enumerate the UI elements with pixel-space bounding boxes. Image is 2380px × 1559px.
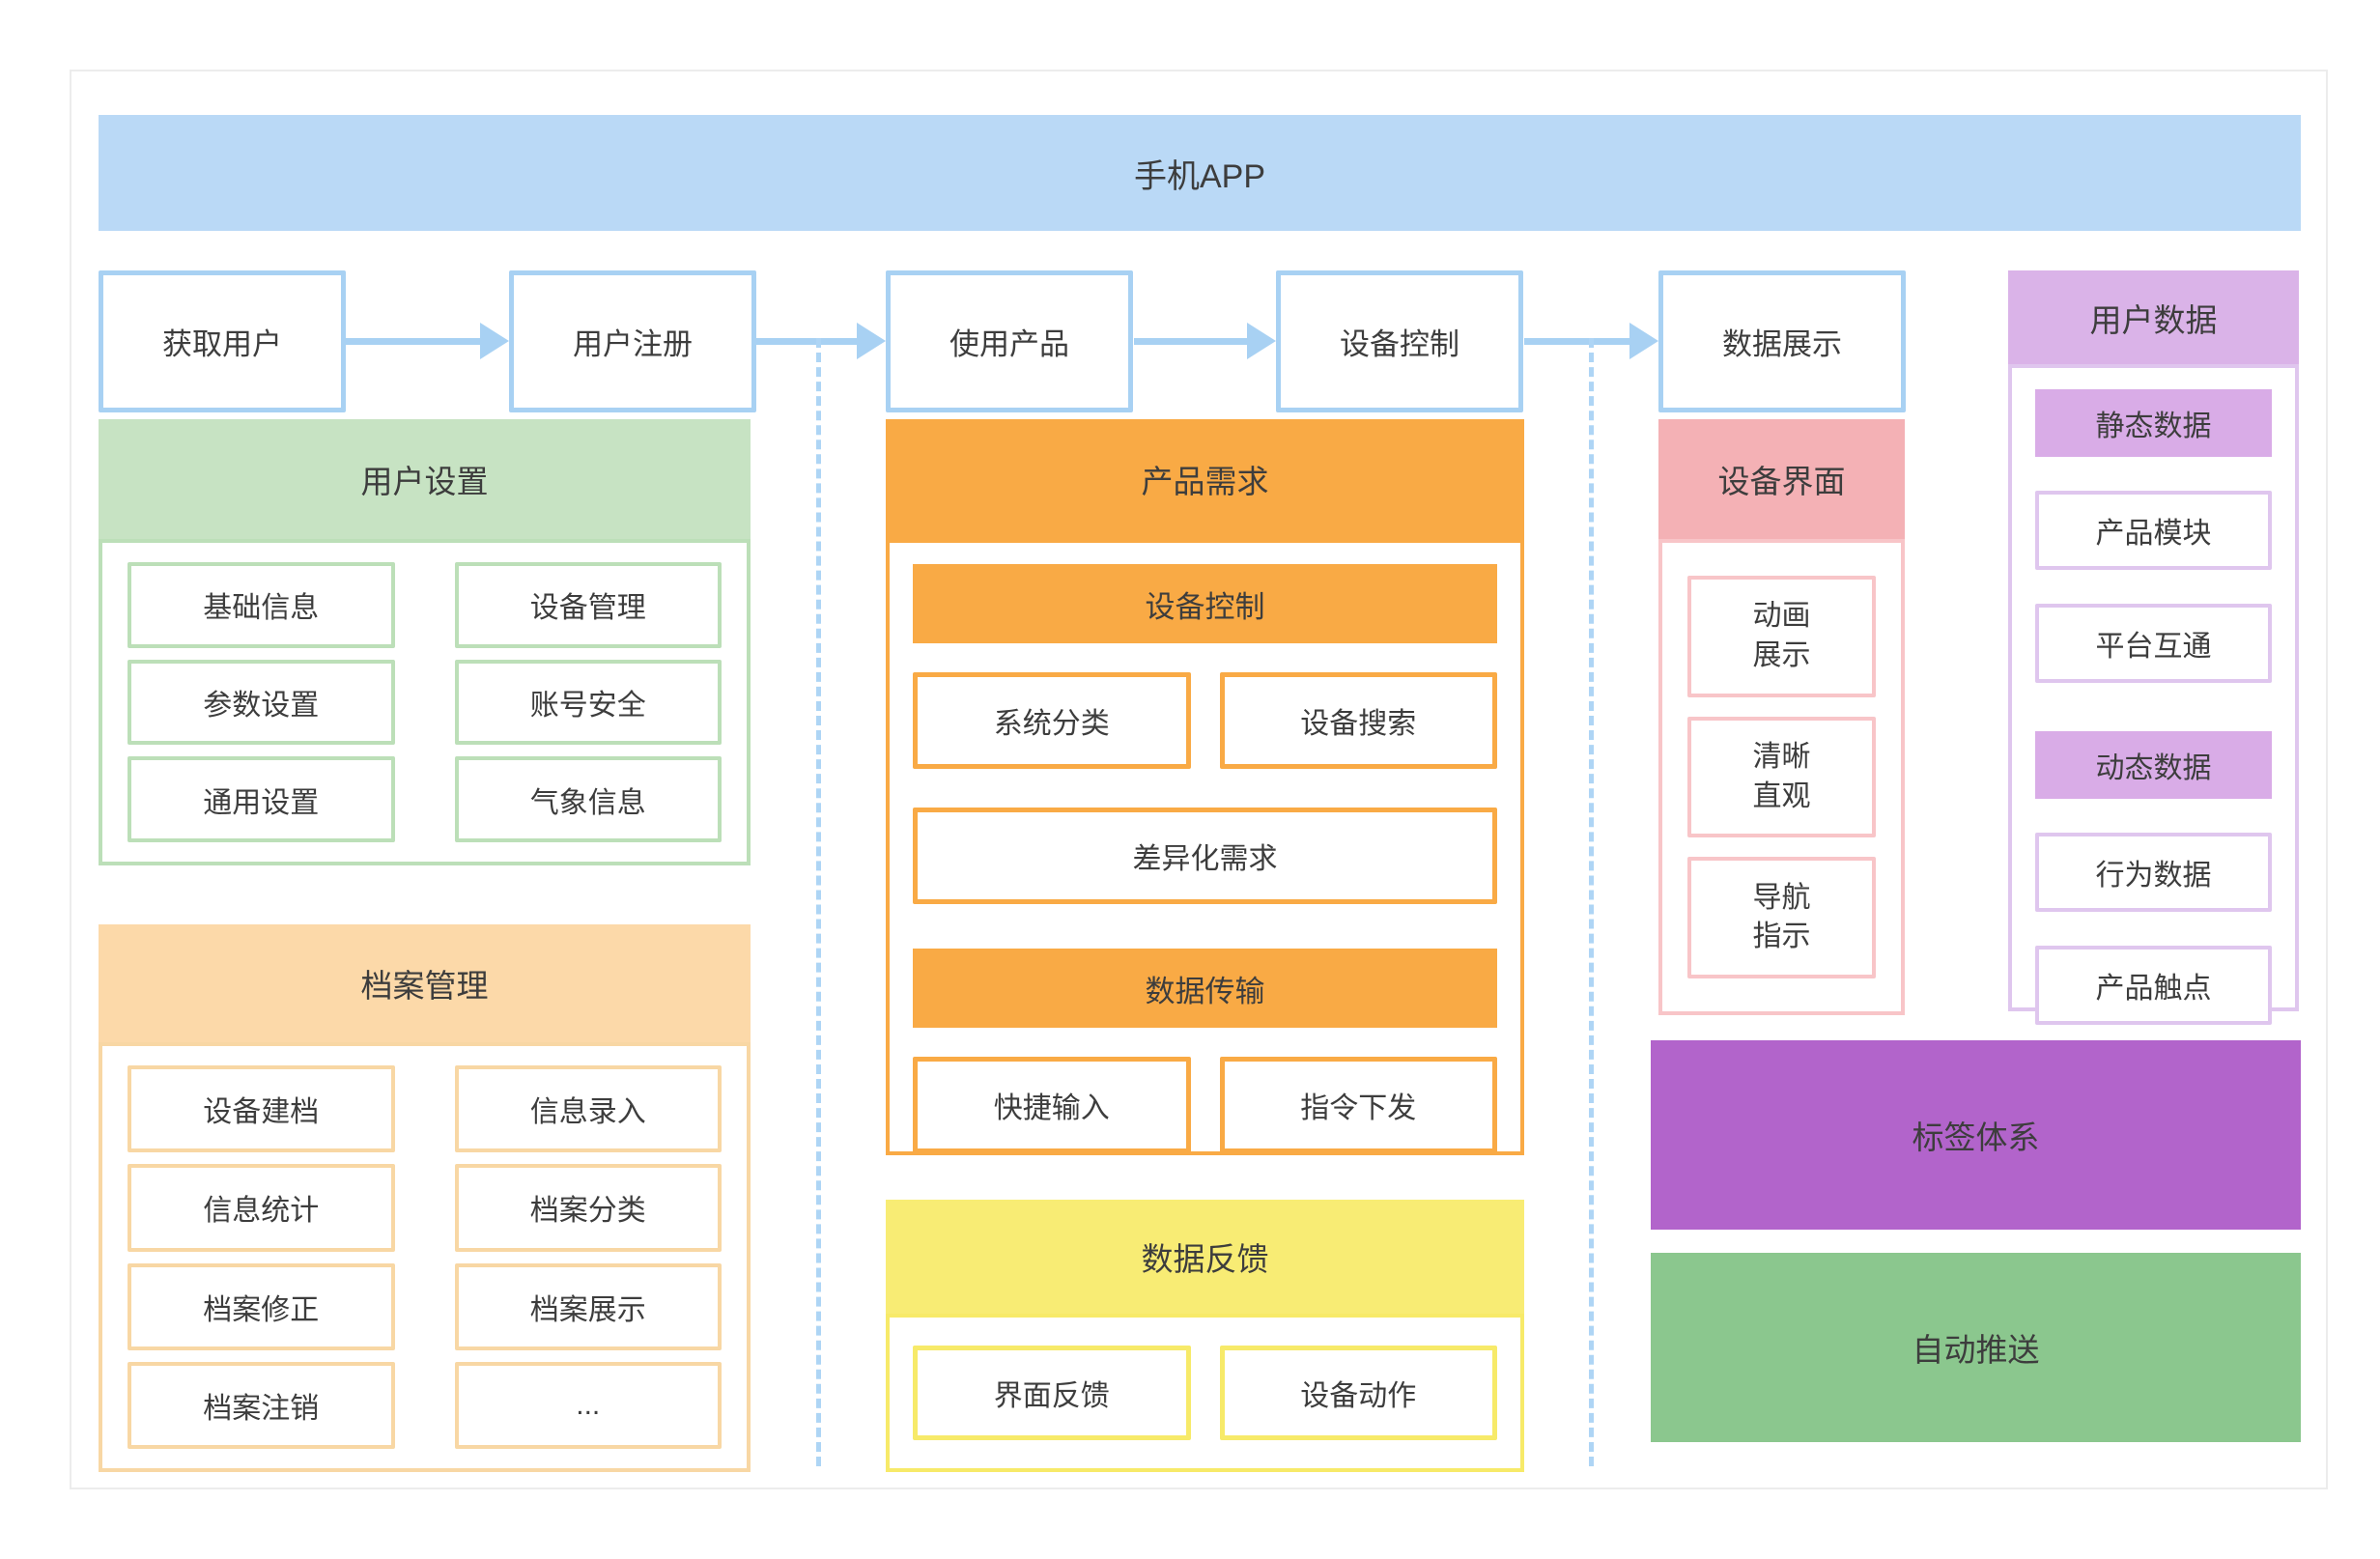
auto-push-box: 自动推送 bbox=[1651, 1253, 2301, 1442]
section-device-interface-body: 动画 展示 清晰 直观 导航 指示 bbox=[1658, 539, 1905, 1015]
product-req-item: 系统分类 bbox=[913, 672, 1191, 769]
archive-item: 档案注销 bbox=[128, 1361, 395, 1449]
section-data-feedback-body: 界面反馈 设备动作 bbox=[886, 1314, 1524, 1472]
archive-item: 信息统计 bbox=[128, 1164, 395, 1252]
item-line: 动画 bbox=[1752, 600, 1811, 633]
archive-item: 档案修正 bbox=[128, 1262, 395, 1350]
user-data-item: 产品模块 bbox=[2035, 491, 2272, 570]
section-user-data-header: 用户数据 bbox=[2008, 270, 2299, 364]
item-line: 导航 bbox=[1752, 881, 1811, 914]
section-archive-management-body: 设备建档 信息录入 信息统计 档案分类 档案修正 档案展示 档案注销 ... bbox=[99, 1042, 751, 1472]
user-settings-item: 气象信息 bbox=[454, 756, 722, 842]
archive-item: 档案展示 bbox=[454, 1262, 722, 1350]
user-settings-item: 基础信息 bbox=[128, 562, 395, 648]
section-product-requirements-body: 设备控制 系统分类 设备搜索 差异化需求 数据传输 快捷输入 指令下发 bbox=[886, 539, 1524, 1155]
arrow-line bbox=[1134, 338, 1249, 345]
section-data-feedback-header: 数据反馈 bbox=[886, 1200, 1524, 1314]
section-user-settings-header: 用户设置 bbox=[99, 419, 751, 539]
flow-arrow bbox=[756, 323, 886, 359]
data-feedback-item: 界面反馈 bbox=[913, 1346, 1191, 1440]
user-settings-item: 账号安全 bbox=[454, 659, 722, 746]
group-data-transmission-bar: 数据传输 bbox=[913, 949, 1497, 1028]
archive-item: 设备建档 bbox=[128, 1065, 395, 1153]
product-req-item: 指令下发 bbox=[1219, 1057, 1497, 1153]
section-user-data-body: 静态数据 产品模块 平台互通 动态数据 行为数据 产品触点 bbox=[2008, 364, 2299, 1025]
user-settings-item: 通用设置 bbox=[128, 756, 395, 842]
archive-item: 档案分类 bbox=[454, 1164, 722, 1252]
flow-step-use-product: 使用产品 bbox=[886, 270, 1133, 412]
data-transmission-row: 快捷输入 指令下发 bbox=[913, 1057, 1497, 1153]
flow-step-user-register: 用户注册 bbox=[509, 270, 756, 412]
arrow-head-icon bbox=[1247, 323, 1276, 359]
item-line: 展示 bbox=[1752, 638, 1811, 671]
flow-step-data-display: 数据展示 bbox=[1658, 270, 1906, 412]
flow-step-acquire-users: 获取用户 bbox=[99, 270, 346, 412]
device-interface-item: 动画 展示 bbox=[1687, 576, 1876, 697]
dashed-separator bbox=[816, 338, 821, 1466]
section-device-interface-header: 设备界面 bbox=[1658, 419, 1905, 539]
static-data-bar: 静态数据 bbox=[2035, 389, 2272, 457]
user-settings-item: 参数设置 bbox=[128, 659, 395, 746]
section-product-requirements-header: 产品需求 bbox=[886, 419, 1524, 539]
product-req-wide-item: 差异化需求 bbox=[913, 808, 1497, 904]
arrow-line bbox=[346, 338, 482, 345]
flow-arrow bbox=[1524, 323, 1658, 359]
group-device-control-bar: 设备控制 bbox=[913, 564, 1497, 643]
user-settings-item: 设备管理 bbox=[454, 562, 722, 648]
archive-item: ... bbox=[454, 1361, 722, 1449]
item-line: 直观 bbox=[1752, 780, 1811, 812]
arrow-head-icon bbox=[857, 323, 886, 359]
tag-system-box: 标签体系 bbox=[1651, 1040, 2301, 1230]
data-feedback-item: 设备动作 bbox=[1219, 1346, 1497, 1440]
archive-item: 信息录入 bbox=[454, 1065, 722, 1153]
dynamic-data-bar: 动态数据 bbox=[2035, 731, 2272, 799]
item-line: 指示 bbox=[1752, 921, 1811, 953]
arrow-line bbox=[756, 338, 859, 345]
device-interface-item: 导航 指示 bbox=[1687, 857, 1876, 979]
device-control-row: 系统分类 设备搜索 bbox=[913, 672, 1497, 769]
product-req-item: 快捷输入 bbox=[913, 1057, 1191, 1153]
dashed-separator bbox=[1589, 338, 1594, 1466]
section-user-settings-body: 基础信息 设备管理 参数设置 账号安全 通用设置 气象信息 bbox=[99, 539, 751, 865]
section-archive-management-header: 档案管理 bbox=[99, 924, 751, 1042]
arrow-head-icon bbox=[480, 323, 509, 359]
item-line: 清晰 bbox=[1752, 741, 1811, 773]
device-interface-item: 清晰 直观 bbox=[1687, 716, 1876, 838]
arrow-line bbox=[1524, 338, 1631, 345]
flow-arrow bbox=[1134, 323, 1276, 359]
flow-arrow bbox=[346, 323, 509, 359]
diagram-card: 手机APP 获取用户 用户注册 使用产品 设备控制 数据展示 用户设置 基础信息… bbox=[70, 70, 2328, 1489]
arrow-head-icon bbox=[1629, 323, 1658, 359]
user-data-item: 产品触点 bbox=[2035, 946, 2272, 1025]
user-data-item: 行为数据 bbox=[2035, 833, 2272, 912]
product-req-item: 设备搜索 bbox=[1219, 672, 1497, 769]
flow-step-device-control: 设备控制 bbox=[1276, 270, 1523, 412]
app-banner: 手机APP bbox=[99, 115, 2301, 231]
user-data-item: 平台互通 bbox=[2035, 604, 2272, 683]
